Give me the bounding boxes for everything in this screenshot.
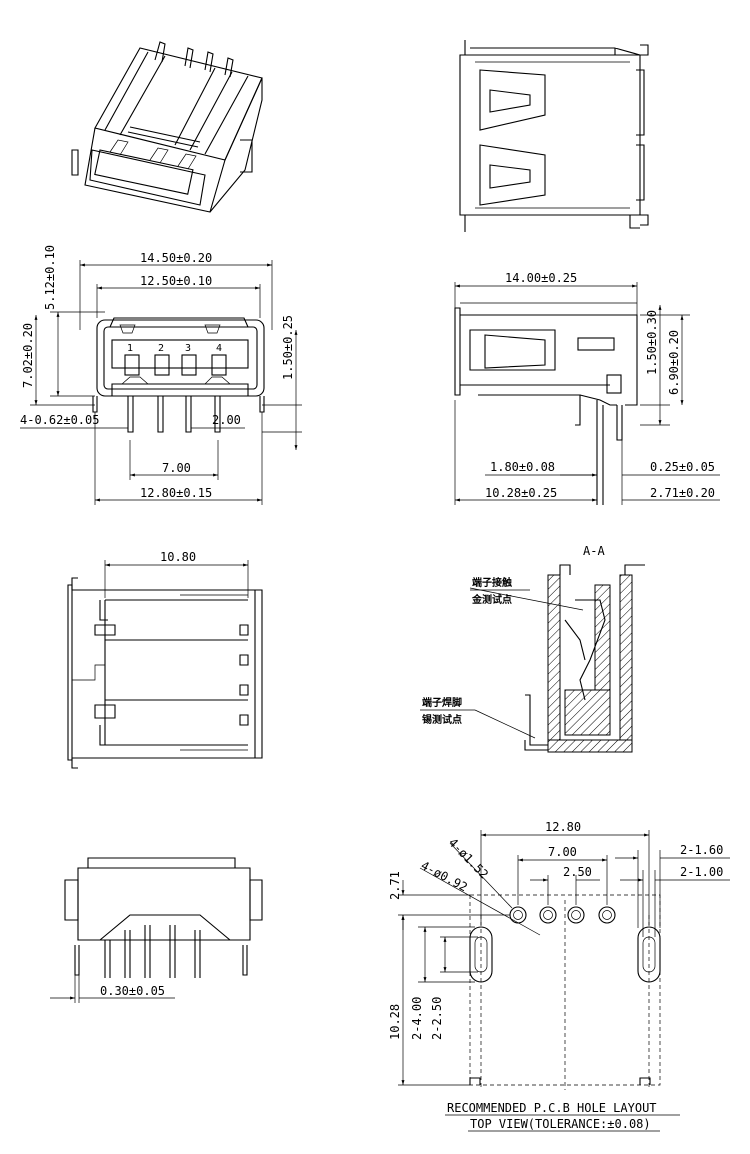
dim-pin-dia: 4-0.62±0.05: [20, 413, 99, 427]
note2-line2: 锡测试点: [422, 713, 462, 726]
dim-hole-small: 4-ø0.92: [419, 858, 470, 894]
dim-h1: 1.50±0.30: [645, 310, 659, 375]
isometric-view: [71, 41, 263, 213]
dim-pcb-mount-span: 12.80: [545, 820, 581, 834]
dim-height-body: 7.02±0.20: [21, 323, 35, 388]
dim-slot-w: 2-1.60: [680, 843, 723, 857]
top-view: [459, 40, 649, 232]
pcb-caption-2: TOP VIEW(TOLERANCE:±0.08): [470, 1117, 651, 1131]
note2-line1: 端子焊脚: [422, 696, 462, 709]
dim-d: 2.71±0.20: [650, 486, 715, 500]
dim-length: 14.00±0.25: [505, 271, 577, 285]
dim-pin-pitch: 2.00: [212, 413, 241, 427]
dim-pcb-pitch: 2.50: [563, 865, 592, 879]
side-view: 14.00±0.25 1.50±0.30 6.90±0.20 1.80±0.08…: [454, 271, 720, 505]
dim-b: 0.25±0.05: [650, 460, 715, 474]
dim-slot-len2: 2-2.50: [430, 997, 444, 1040]
bottom-view: 10.80: [67, 550, 263, 769]
section-view: A-A 端子接触 金测试点 端子焊脚 锡测试点: [420, 544, 645, 753]
dim-bottom-width: 10.80: [160, 550, 196, 564]
front-view: 1 2 3 4 14.50±0.20 12.50±0.10 5.12±0.10 …: [20, 245, 302, 505]
dim-a: 1.80±0.08: [490, 460, 555, 474]
note1-line1: 端子接触: [472, 576, 512, 589]
dim-width-outer: 14.50±0.20: [140, 251, 212, 265]
dim-h2: 6.90±0.20: [667, 330, 681, 395]
dim-mount-span: 12.80±0.15: [140, 486, 212, 500]
dim-pin-span: 7.00: [162, 461, 191, 475]
dim-depth: 10.28: [388, 1004, 402, 1040]
pcb-layout: 12.80 7.00 2.50 2-1.60 2-1.00 4-ø1.52 4-…: [388, 820, 730, 1132]
pin-number-3: 3: [185, 343, 191, 354]
dim-pcb-pin-span: 7.00: [548, 845, 577, 859]
dim-height-top: 5.12±0.10: [43, 245, 57, 310]
section-title: A-A: [583, 544, 605, 558]
dim-thickness: 0.30±0.05: [100, 984, 165, 998]
pin-number-1: 1: [127, 343, 133, 354]
dim-pin-standoff: 1.50±0.25: [281, 315, 295, 380]
pin-number-4: 4: [216, 343, 222, 354]
dim-offset: 2.71: [388, 871, 402, 900]
pcb-caption-1: RECOMMENDED P.C.B HOLE LAYOUT: [447, 1101, 657, 1115]
dim-slot-h: 2-1.00: [680, 865, 723, 879]
rear-view: 0.30±0.05: [50, 857, 263, 1003]
note1-line2: 金测试点: [471, 593, 512, 606]
pin-number-2: 2: [158, 343, 164, 354]
dim-slot-len1: 2-4.00: [410, 997, 424, 1040]
dim-width-inner: 12.50±0.10: [140, 274, 212, 288]
dim-c: 10.28±0.25: [485, 486, 557, 500]
